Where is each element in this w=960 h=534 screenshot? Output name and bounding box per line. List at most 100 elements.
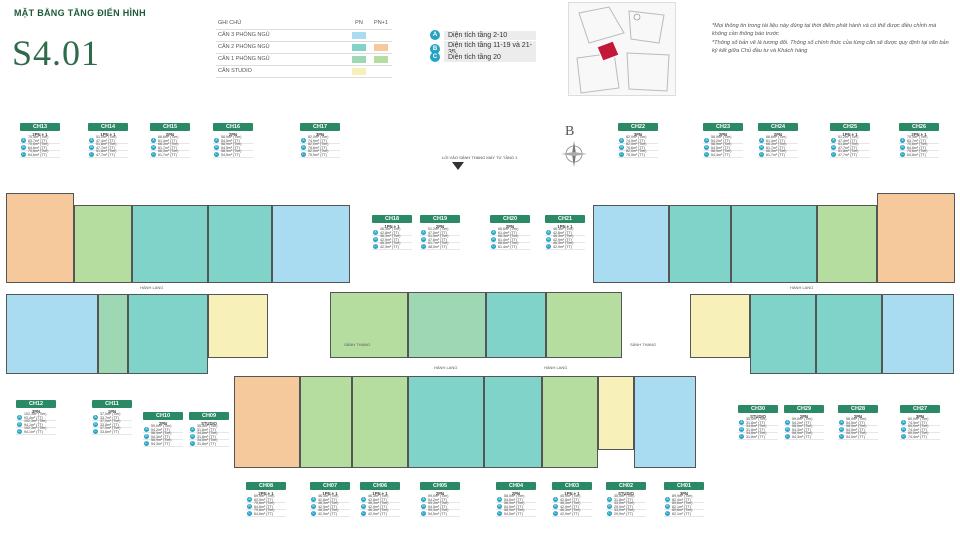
legend-label: CĂN 3 PHÒNG NGỦ [216,29,348,42]
area-values: 58,9m² (Tim)54,5m² (TT) [221,135,241,144]
phase-label: Diện tích tầng 2-10 [444,30,536,40]
area-net: 31,8m² (TT) [746,428,765,432]
area-net: 47,5m² (TT) [428,231,447,235]
phase-badge: C [421,243,426,249]
phase-badge: C [17,428,22,434]
unit-id: CH25 [830,123,870,131]
area-values: 33,0m² (Tim)29,9m² (TT) [614,508,634,517]
area-net: 64,6m² (TT) [28,146,47,150]
area-net: 54,5m² (TT) [428,505,447,509]
lobby-label: SẢNH THANG [630,342,657,347]
plan-ch22 [593,205,669,283]
area-gross: 34,8m² (Tim) [746,424,767,429]
area-net: 54,2m² (TT) [711,139,730,143]
phase-badge: B [491,236,496,242]
unit-type: 2PN [718,132,728,137]
phase-badge: A [785,419,790,425]
area-gross: 46,3m² (Tim) [380,227,401,232]
unit-type: 2PN [165,132,175,137]
area-values: 66,6m² (Tim)61,4m² (TT) [766,135,786,144]
area-net: 47,4m² (TT) [96,139,115,143]
unit-type: 2PN [773,132,783,137]
phase-badge: A [739,419,744,425]
phase-badge: B [247,503,252,509]
area-gross: 35,0m² (Tim) [614,494,635,499]
area-values: 33,0m² (Tim)29,9m² (TT) [614,501,634,510]
area-gross: 58,9m² (Tim) [846,417,867,422]
area-gross: 82,0m² (Tim) [308,149,329,154]
phase-badge: C [619,151,624,157]
area-values: 58,9m² (Tim)54,5m² (TT) [846,431,866,440]
legend-header-pn1: PN+1 [370,18,392,30]
area-values: 58,9m² (Tim)54,5m² (TT) [846,417,867,426]
area-gross: 58,9m² (Tim) [792,431,813,436]
area-gross: 46,3m² (Tim) [380,241,401,246]
area-values: 51,5m² (Tim)47,6m² (TT) [428,234,448,243]
area-gross: 58,9m² (Tim) [711,135,732,140]
unit-type: 1PN [107,409,117,414]
area-values: 46,3m² (Tim)42,9m² (TT) [553,234,573,243]
phase-badge: A [607,496,612,502]
legend-swatch [374,43,388,51]
phase-badge: A [497,496,502,502]
area-values: 70,6m² (Tim)64,6m² (TT) [254,501,274,510]
area-net: 63,7m² (TT) [28,139,47,143]
area-gross: 58,9m² (Tim) [846,424,867,429]
phase-badge: A [665,496,670,502]
area-net: 61,4m² (TT) [498,238,517,242]
phase-badge: A [619,137,624,143]
area-gross: 37,0m² (Tim) [100,419,121,424]
phase-badge: B [553,503,558,509]
unit-id: CH26 [899,123,939,131]
area-net: 31,8m² (TT) [746,421,765,425]
area-gross: 37,0m² (Tim) [100,426,121,431]
phase-badge: A [839,419,844,425]
legend-table: GHI CHÚ PN PN+1 CĂN 3 PHÒNG NGỦ CĂN 2 PH… [216,18,392,78]
phase-badge: A [421,229,426,235]
phase-badge: A [759,137,764,143]
phase-badge: C [607,510,612,516]
phase-badge: C [839,433,844,439]
area-values: 102,3m² (Tim)94,1m² (TT) [24,426,46,435]
phase-badge: A [144,426,149,432]
area-values: 35,5m² (Tim)31,8m² (TT) [197,424,217,433]
area-values: 46,3m² (Tim)42,8m² (TT) [368,494,388,503]
area-net: 54,5m² (TT) [221,146,240,150]
area-net: 54,5m² (TT) [711,146,730,150]
area-values: 58,9m² (Tim)54,5m² (TT) [846,424,867,433]
phase-badge: A [247,496,252,502]
unit-id: CH24 [758,123,798,131]
area-values: 70,6m² (Tim)64,6m² (TT) [254,508,274,517]
note-line: *Thông số bản vẽ là tương đối. Thông số … [712,39,949,55]
legend-header-pn: PN [348,18,370,30]
area-net: 61,7m² (TT) [158,153,177,157]
area-values: 46,3m² (Tim)42,9m² (TT) [553,241,573,250]
area-net: 54,5m² (TT) [846,421,865,425]
phase-badge: C [151,151,156,157]
unit-type: 2PN [505,224,515,229]
area-gross: 51,7m² (Tim) [428,241,449,246]
area-net: 61,4m² (TT) [498,231,517,235]
area-gross: 58,9m² (Tim) [792,424,813,429]
area-gross: 80,0m² (Tim) [908,417,929,422]
area-values: 89,6m² (Tim)82,1m² (TT) [672,508,692,517]
area-values: 51,8m² (Tim)47,7m² (TT) [838,149,858,158]
